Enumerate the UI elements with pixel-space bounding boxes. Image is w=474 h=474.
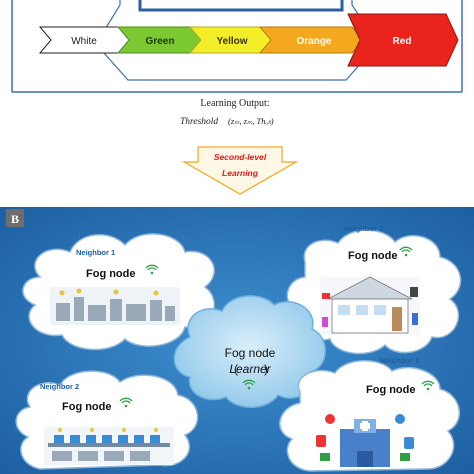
cloud-neighbor-2 (15, 370, 199, 470)
learning-output-title: Learning Output: (200, 98, 269, 109)
second-level-line1: Second-level (214, 152, 267, 162)
neighbor-1-label: Neighbor 1 (76, 248, 115, 257)
threshold-label: Threshold (180, 117, 218, 127)
panel-a: White Green Yellow Orange Red Learning O… (0, 0, 474, 200)
neighbor-1-fog-node: Fog node (86, 268, 136, 280)
threshold-params: (zₘ, zₘ, Thₒₗₗ) (228, 116, 274, 126)
wifi-icon (119, 397, 133, 404)
level-label-white: White (71, 36, 97, 47)
chevron-orange (258, 26, 364, 54)
center-fog-node: Fog node (225, 346, 276, 360)
wifi-dot (426, 387, 430, 391)
level-label-yellow: Yellow (216, 36, 247, 47)
hexagon-outline (95, 0, 379, 81)
wifi-icon (242, 379, 256, 386)
neighbor-3-label: Neighbor 3 (344, 224, 383, 233)
center-learner: Learner (229, 362, 271, 376)
wifi-dot (404, 253, 408, 257)
panel-b: B Neighbor 1 Fog node Neighbor 3 (0, 207, 474, 474)
wifi-icon (421, 380, 435, 387)
level-label-green: Green (146, 36, 175, 47)
neighbor-4-label: Neighbor 4 (380, 356, 420, 365)
neighbor-2-label: Neighbor 2 (40, 382, 79, 391)
panel-a-diagram: White Green Yellow Orange Red Learning O… (11, 0, 463, 195)
wifi-icon (145, 264, 159, 271)
level-chevrons (38, 13, 459, 67)
neighbor-2-fog-node: Fog node (62, 401, 112, 413)
wifi-dot (247, 386, 251, 390)
level-label-orange: Orange (296, 36, 331, 47)
down-arrow-icon (181, 146, 299, 195)
cloud-neighbor-3 (286, 229, 462, 355)
cloud-neighbor-4 (279, 360, 461, 472)
center-learner-open: ( (234, 362, 238, 376)
panel-label: B (11, 212, 19, 226)
cloud-neighbor-1 (22, 233, 216, 351)
level-label-red: Red (393, 36, 412, 47)
wifi-icon (399, 246, 413, 253)
neighbor-3-fog-node: Fog node (348, 250, 398, 262)
panel-b-diagram: B Neighbor 1 Fog node Neighbor 3 (0, 207, 474, 474)
wifi-dot (150, 271, 154, 275)
panel-label-box (6, 209, 24, 227)
neighbor-4-fog-node: Fog node (366, 384, 416, 396)
wifi-dot (124, 404, 128, 408)
center-learner-close: ) (264, 362, 268, 376)
top-bracket (138, 0, 344, 12)
chevron-red (347, 13, 459, 67)
second-level-line2: Learning (222, 168, 259, 178)
